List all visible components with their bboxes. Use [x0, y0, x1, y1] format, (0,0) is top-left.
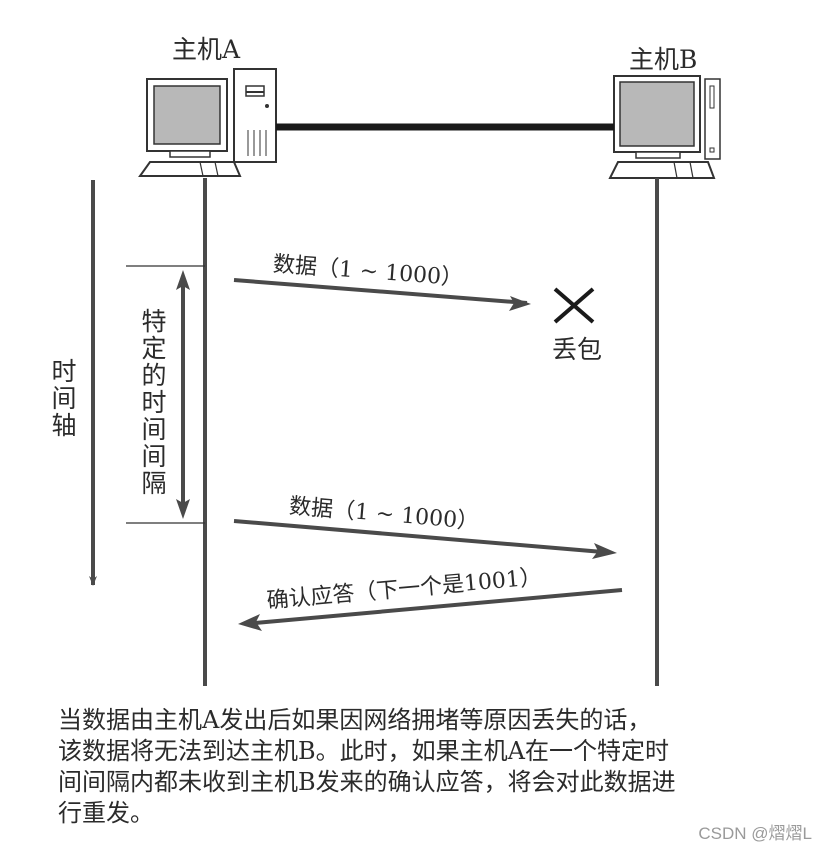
caption-line: 行重发。 [58, 799, 154, 827]
computer-b-icon [608, 75, 721, 179]
ack-arrow [254, 588, 623, 625]
interval-label: 特定的时间间隔 [141, 307, 167, 498]
packet-loss-label: 丢包 [552, 335, 603, 364]
caption-line: 当数据由主机A发出后如果因网络拥堵等原因丢失的话， [58, 706, 652, 734]
packet-loss-icon [553, 287, 595, 324]
watermark: CSDN @熠熠L [698, 824, 812, 843]
caption: 当数据由主机A发出后如果因网络拥堵等原因丢失的话， 该数据将无法到达主机B。此时… [58, 705, 818, 829]
host-a-label: 主机A [172, 35, 241, 64]
caption-line: 间间隔内都未收到主机B发来的确认应答，将会对此数据进 [58, 768, 676, 796]
time-axis-label: 时间轴 [51, 357, 77, 440]
caption-line: 该数据将无法到达主机B。此时，如果主机A在一个特定时 [58, 737, 669, 765]
host-b-label: 主机B [629, 45, 698, 74]
computer-a-icon [138, 68, 277, 177]
message-2-arrow [233, 519, 604, 554]
message-1-arrow [233, 278, 528, 305]
